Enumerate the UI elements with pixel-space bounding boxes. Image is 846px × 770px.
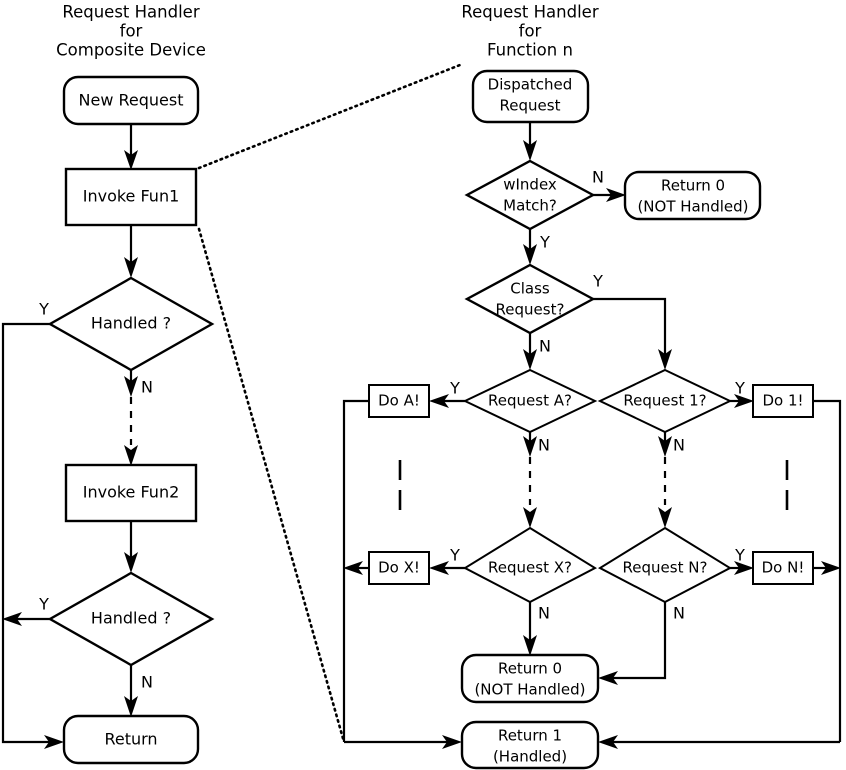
node-return1[interactable] [460, 720, 600, 770]
edge-requestn-no-to-return0 [612, 602, 667, 680]
edge-class-yes-to-request1 [593, 297, 667, 358]
expansion-connectors [197, 63, 462, 744]
node-do-1-label: Do 1! [762, 392, 803, 410]
decision-windex-line-1: wIndex [503, 176, 557, 194]
label-request-n-no: N [673, 604, 685, 623]
arrowhead-class [523, 244, 537, 265]
label-windex-no: N [592, 168, 604, 187]
right-title-line-2: for [519, 22, 542, 41]
decision-request-1-label: Request 1? [623, 392, 706, 410]
decision-request-x-label: Request X? [488, 559, 572, 577]
decision-handled-2-label: Handled ? [91, 609, 171, 628]
left-flow: New Request Invoke Fun1 Handled ? Y N [1, 75, 215, 765]
arrowhead-do1 [734, 394, 754, 408]
left-title: Request Handler for Composite Device [56, 3, 206, 60]
decision-class-line-2: Request? [496, 301, 565, 319]
label-handled-2-yes: Y [38, 595, 49, 614]
node-return1-line-1: Return 1 [498, 727, 562, 745]
left-title-line-1: Request Handler [62, 3, 199, 22]
arrowhead-dox [429, 561, 449, 575]
arrowhead-requesta-no [523, 436, 537, 457]
right-flow: Dispatched Request wIndex Match? N Y Ret… [342, 69, 842, 770]
dotted-connector-upper [197, 63, 462, 170]
node-return-label: Return [104, 730, 157, 749]
decision-class-request[interactable] [464, 263, 596, 335]
arrowhead-return-top [124, 696, 138, 717]
label-class-yes: Y [592, 272, 603, 291]
node-do-x-label: Do X! [378, 559, 420, 577]
label-class-no: N [539, 337, 551, 356]
arrowhead-left-spine [343, 561, 363, 575]
label-request-x-yes: Y [449, 546, 460, 565]
arrowhead-return0-bottom-right [598, 671, 618, 685]
decision-windex-line-2: Match? [503, 197, 557, 215]
node-new-request-label: New Request [79, 91, 184, 110]
label-request-a-yes: Y [449, 379, 460, 398]
node-return0-top-line-2: (NOT Handled) [637, 198, 748, 216]
arrowhead-invoke2 [124, 445, 138, 466]
node-do-a-label: Do A! [378, 392, 420, 410]
label-windex-yes: Y [539, 233, 550, 252]
arrowhead-handled1 [124, 257, 138, 278]
node-do-n-label: Do N! [762, 559, 805, 577]
arrowhead-request1 [658, 349, 672, 370]
arrowhead-right-spine [821, 561, 841, 575]
decision-request-n-label: Request N? [623, 559, 708, 577]
arrowhead-return0-bottom [523, 635, 537, 656]
arrowhead-invoke1 [124, 150, 138, 170]
arrowhead-handled2 [124, 552, 138, 573]
node-invoke-fun2-label: Invoke Fun2 [83, 483, 180, 502]
arrowhead-don [734, 561, 754, 575]
label-request-x-no: N [538, 604, 550, 623]
arrowhead-handled2-yes [2, 612, 22, 626]
label-handled-2-no: N [141, 673, 153, 692]
label-handled-1-yes: Y [38, 300, 49, 319]
label-request-n-yes: Y [734, 546, 745, 565]
decision-request-a-label: Request A? [488, 392, 572, 410]
label-handled-1-no: N [141, 378, 153, 397]
arrowhead-windex [523, 140, 537, 161]
arrowhead-requesta [523, 349, 537, 370]
arrowhead-return1-right [598, 735, 618, 749]
arrowhead-handled1-no [124, 376, 138, 397]
decision-windex-match[interactable] [464, 159, 596, 231]
right-title-line-1: Request Handler [461, 3, 598, 22]
right-title-line-3: Function n [487, 41, 573, 60]
edge-handled1-yes-to-return [1, 322, 52, 744]
arrowhead-return1-left [442, 735, 462, 749]
node-return0-top-line-1: Return 0 [661, 177, 725, 195]
arrowhead-request1-no [658, 436, 672, 457]
node-dispatched-request-line-2: Request [500, 97, 561, 115]
label-request-1-no: N [673, 436, 685, 455]
edge-doa-to-left-spine [342, 399, 369, 742]
arrowhead-doa [429, 394, 449, 408]
node-invoke-fun1-label: Invoke Fun1 [83, 187, 180, 206]
arrowhead-return-left [44, 735, 64, 749]
node-return[interactable] [62, 714, 200, 765]
edge-do1-to-right-spine [813, 399, 842, 742]
arrowhead-requestx [523, 507, 537, 528]
label-request-1-yes: Y [734, 379, 745, 398]
decision-handled-1-label: Handled ? [91, 314, 171, 333]
right-title: Request Handler for Function n [461, 3, 598, 60]
node-invoke-fun1[interactable] [64, 167, 198, 227]
node-do-x[interactable] [368, 551, 430, 585]
decision-class-line-1: Class [510, 280, 550, 298]
dotted-connector-lower [197, 227, 346, 744]
node-return0-bottom-line-1: Return 0 [498, 660, 562, 678]
node-return0-bottom-line-2: (NOT Handled) [474, 681, 585, 699]
left-title-line-2: for [120, 22, 143, 41]
arrowhead-return0-top [606, 188, 626, 202]
node-dispatched-request-line-1: Dispatched [488, 76, 573, 94]
left-title-line-3: Composite Device [56, 41, 206, 60]
node-return0-top[interactable] [623, 170, 762, 221]
node-return0-bottom[interactable] [460, 653, 600, 704]
node-return1-line-2: (Handled) [493, 748, 567, 766]
arrowhead-requestn [658, 507, 672, 528]
label-request-a-no: N [538, 436, 550, 455]
